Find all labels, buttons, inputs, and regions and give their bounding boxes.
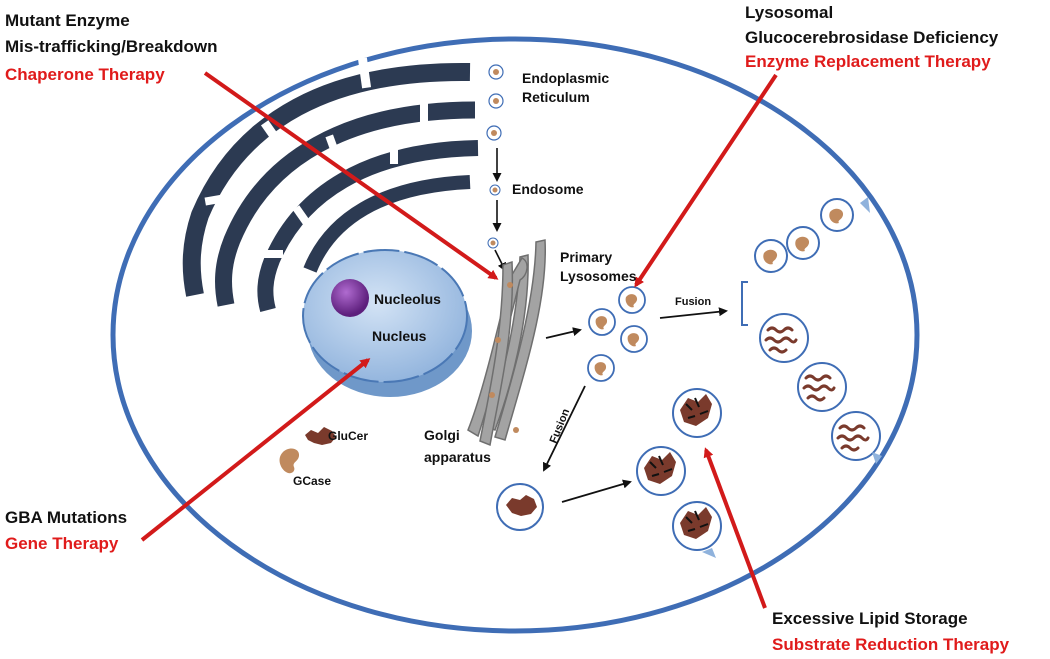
callout-bottom-left: GBA Mutations [5, 508, 127, 527]
fusion-right-label: Fusion [675, 296, 711, 308]
primary-lysosomes-label: Primary Lysosomes [560, 249, 637, 284]
ert-label: Enzyme Replacement Therapy [745, 52, 991, 71]
golgi-to-lysosome-arrow [545, 327, 582, 339]
right-enzyme-vesicles [754, 197, 870, 273]
primary-lysosomes [587, 286, 648, 382]
glucer-label: GluCer [328, 429, 368, 443]
chaperone-therapy-arrow [203, 71, 499, 280]
right-lipid-lysosomes [759, 313, 881, 461]
golgi-label: Golgi apparatus [424, 427, 491, 465]
lysosome-vesicle [618, 286, 646, 314]
membrane-bud [702, 548, 716, 558]
fusion-right-arrow [659, 307, 728, 319]
lysosome-vesicle [620, 325, 648, 353]
ert-arrow [634, 73, 778, 288]
callout-top-left: Mutant Enzyme Mis-trafficking/Breakdown [5, 11, 218, 56]
exocytosis-bud [872, 452, 882, 464]
gene-therapy-arrow [140, 358, 371, 542]
callout-bottom-right: Excessive Lipid Storage [772, 609, 968, 628]
er-label: Endoplasmic Reticulum [522, 70, 613, 105]
srt-label: Substrate Reduction Therapy [772, 635, 1010, 654]
gene-therapy-label: Gene Therapy [5, 534, 119, 553]
er-cargo-vesicles [486, 64, 504, 141]
er-gaps [204, 57, 428, 258]
srt-arrow [703, 447, 767, 609]
fusion-down-arrow [543, 385, 586, 472]
gcase-label: GCase [293, 474, 331, 488]
golgi-vesicles [489, 282, 519, 433]
gcase-molecule [279, 448, 300, 474]
nucleolus-label: Nucleolus [374, 291, 441, 307]
fusion-bracket [741, 281, 748, 326]
chaperone-therapy-label: Chaperone Therapy [5, 65, 165, 84]
endosome-label: Endosome [512, 181, 584, 197]
golgi-apparatus [467, 239, 547, 447]
lysosome-to-storage-arrow [561, 479, 632, 503]
glucer-molecule [305, 427, 336, 445]
callout-top-right: Lysosomal Glucocerebrosidase Deficiency [745, 3, 999, 47]
lysosome-vesicle [587, 354, 615, 382]
endoplasmic-reticulum [182, 62, 479, 313]
secondary-lysosome [496, 483, 544, 531]
nucleolus [331, 279, 369, 317]
nucleus-label: Nucleus [372, 328, 427, 344]
nucleus [302, 249, 472, 397]
storage-lysosomes [636, 388, 722, 551]
lysosome-vesicle [588, 308, 616, 336]
